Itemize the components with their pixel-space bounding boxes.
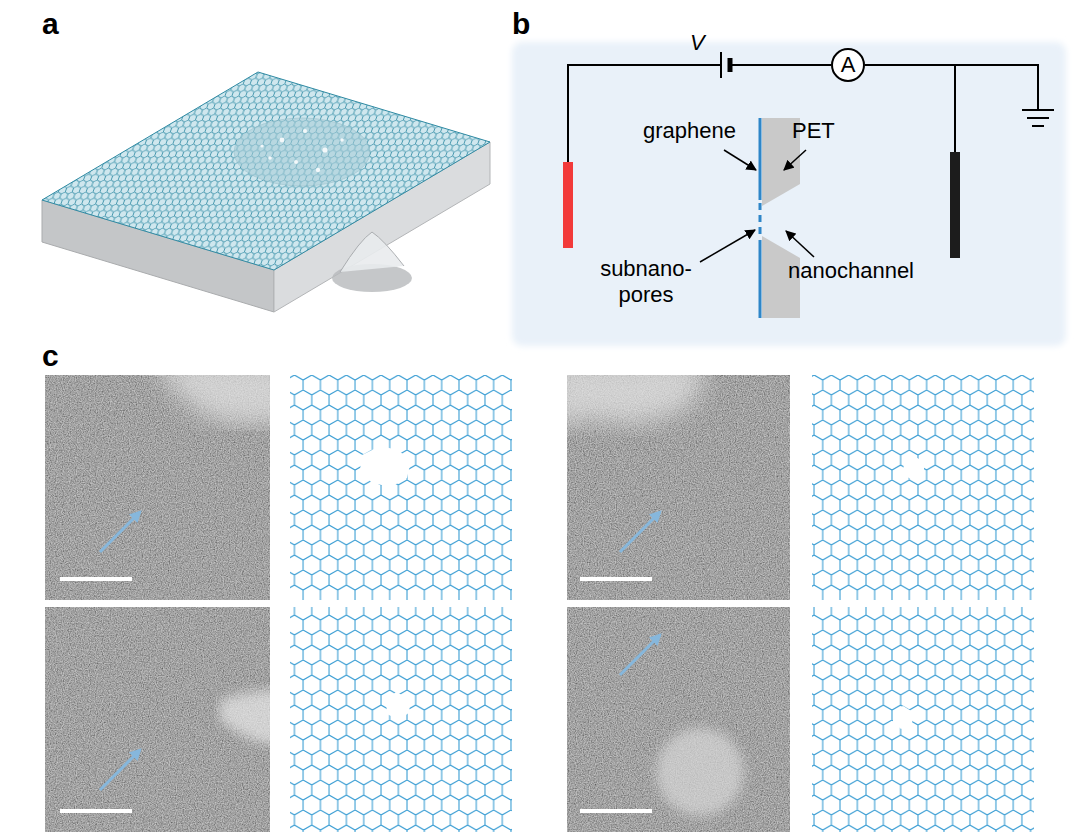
micrograph xyxy=(567,375,790,600)
art-line xyxy=(720,52,722,78)
art-rect xyxy=(45,375,270,600)
art-line xyxy=(580,809,652,813)
art-polyline xyxy=(865,65,1038,110)
micrograph xyxy=(45,375,270,600)
art-rect xyxy=(567,607,790,832)
art-line xyxy=(728,58,733,72)
art-line xyxy=(1032,125,1044,127)
graphene-sheet xyxy=(759,240,762,318)
ammeter-symbol: A xyxy=(831,48,865,82)
art-circle xyxy=(316,168,320,172)
micrograph xyxy=(45,607,270,832)
wires xyxy=(568,65,1038,162)
art-line xyxy=(100,750,140,790)
art-line xyxy=(730,64,831,66)
lattice-model xyxy=(290,375,512,600)
art-line xyxy=(700,230,755,262)
art-polygon xyxy=(893,706,913,729)
art-polyline xyxy=(568,65,720,162)
art-circle xyxy=(280,138,285,143)
art-rect xyxy=(812,607,1034,832)
graphene-top-face xyxy=(42,72,490,270)
part-label: nanochannel xyxy=(788,258,914,284)
battery-symbol xyxy=(721,52,730,78)
reference-electrode xyxy=(950,152,960,258)
art-line xyxy=(100,512,140,552)
panel-letter: b xyxy=(512,6,530,42)
art-line xyxy=(724,150,756,170)
art-rect xyxy=(290,607,512,832)
art-circle xyxy=(268,156,272,160)
art-circle xyxy=(303,129,307,133)
leader-arrows xyxy=(700,150,814,262)
art-polygon xyxy=(386,692,410,720)
subnanopore-dots xyxy=(260,129,343,172)
art-line xyxy=(620,635,660,675)
art-line xyxy=(786,231,814,257)
circuit-schematic xyxy=(512,42,1066,346)
art-line xyxy=(954,65,956,152)
art-line xyxy=(784,150,806,170)
art-rect xyxy=(45,607,270,832)
working-electrode xyxy=(563,162,573,248)
art-circle xyxy=(260,144,263,147)
art-circle xyxy=(322,147,327,152)
art-line xyxy=(1022,109,1054,111)
art-line xyxy=(1027,117,1049,119)
art-polygon xyxy=(903,456,924,480)
art-line xyxy=(60,577,132,581)
lattice-model xyxy=(290,607,512,832)
panel-letter: a xyxy=(42,6,59,42)
node-text: A xyxy=(841,54,856,76)
art-rect xyxy=(567,375,790,600)
panel-letter: c xyxy=(42,338,59,374)
art-rect xyxy=(45,607,270,832)
art-circle xyxy=(294,160,298,164)
art-line xyxy=(60,809,132,813)
graphene-sheet xyxy=(759,118,762,200)
voltage-label: V xyxy=(690,30,705,56)
channel-cone xyxy=(340,232,404,272)
art-polygon xyxy=(360,446,411,487)
part-label: PET xyxy=(792,118,835,144)
art-rect xyxy=(45,375,270,600)
part-label: subnano- pores xyxy=(590,256,702,309)
graphene-pores xyxy=(759,203,762,238)
art-line xyxy=(580,577,652,581)
membrane-illustration xyxy=(42,72,490,312)
suspended-region xyxy=(234,118,370,186)
ground-symbol xyxy=(1022,110,1054,126)
lattice-model xyxy=(812,375,1034,600)
art-rect xyxy=(567,375,790,600)
lattice-model xyxy=(812,607,1034,832)
art-circle xyxy=(340,138,344,142)
micrograph xyxy=(567,607,790,832)
art-line xyxy=(620,512,660,552)
art-rect xyxy=(290,375,512,600)
art-rect xyxy=(567,607,790,832)
art-rect xyxy=(812,375,1034,600)
part-label: graphene xyxy=(643,118,736,144)
panel-background xyxy=(512,42,1066,346)
